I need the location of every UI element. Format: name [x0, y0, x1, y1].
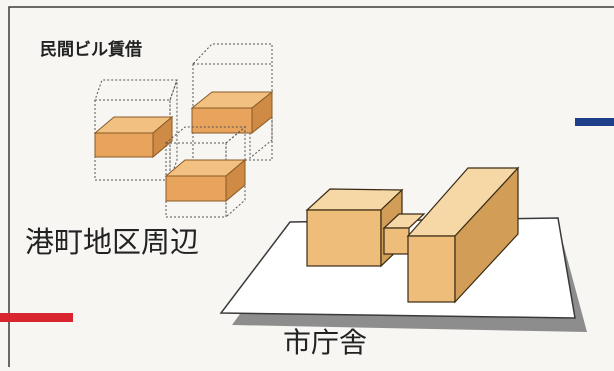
rental-label: 民間ビル賃借 — [40, 39, 142, 60]
rental-building-1 — [93, 79, 178, 181]
cityhall-connector — [382, 213, 426, 255]
red-accent-bar — [0, 313, 73, 322]
city-hall-complex — [219, 166, 587, 332]
rental-building-3 — [164, 125, 247, 219]
rental-building-2 — [190, 43, 274, 161]
frame-border — [8, 6, 614, 367]
area-label: 港町地区周辺 — [25, 225, 199, 259]
cityhall-label: 市庁舎 — [283, 326, 367, 359]
cityhall-tower — [406, 166, 520, 304]
blue-accent-bar — [575, 118, 614, 126]
